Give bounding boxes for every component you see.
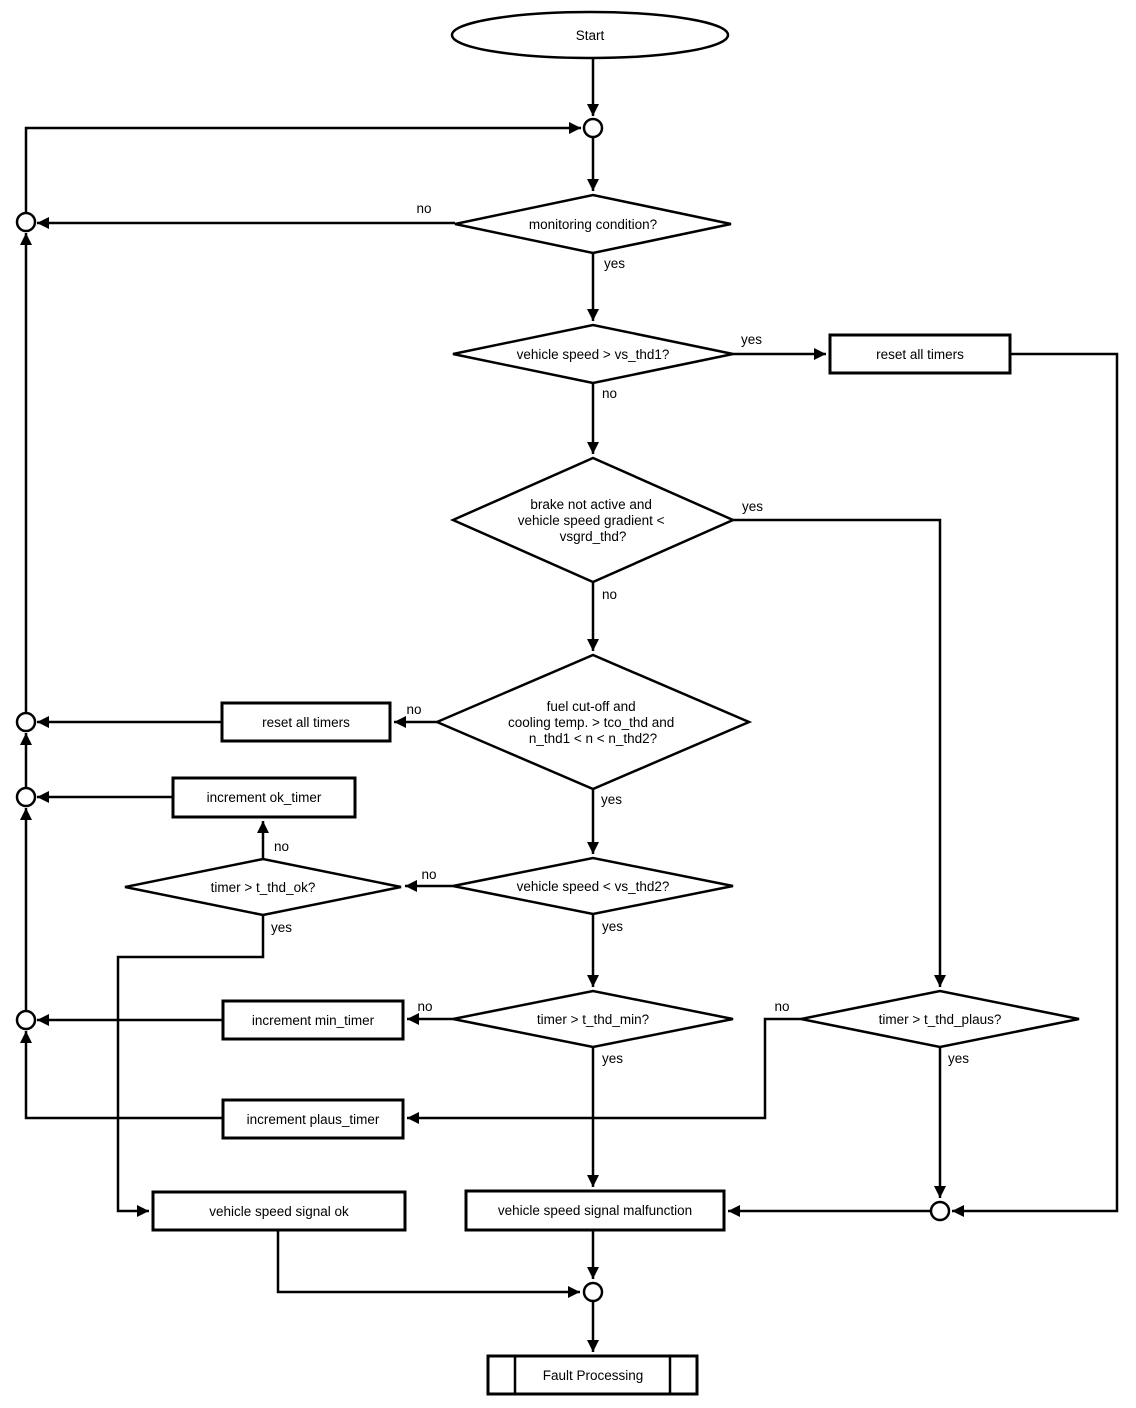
monitoring-condition-decision: monitoring condition? <box>454 193 732 255</box>
edge-plaus-timer-to-left-junction4 <box>20 1031 223 1120</box>
fuel-no-label: no <box>406 702 421 717</box>
vehicle-speed-vs-thd1-decision: vehicle speed > vs_thd1? <box>452 323 734 385</box>
edges <box>20 58 1119 1352</box>
left-junction1-circle <box>15 211 37 233</box>
brake-not-active-decision: brake not active and vehicle speed gradi… <box>449 456 737 584</box>
increment-plaus-timer-label: increment plaus_timer <box>247 1112 380 1127</box>
timer-t-thd-ok-label: timer > t_thd_ok? <box>211 880 316 895</box>
edge-labels: no yes yes no yes no no yes no yes no ye… <box>271 201 969 1066</box>
fault-processing-label: Fault Processing <box>543 1368 644 1383</box>
reset-all-timers-left-process: reset all timers <box>220 701 392 743</box>
fuel-cutoff-label: fuel cut-off and cooling temp. > tco_thd… <box>508 699 678 746</box>
increment-ok-timer-process: increment ok_timer <box>171 776 357 819</box>
top-junction-circle <box>582 117 604 139</box>
edge-brake-yes-to-tplaus <box>733 518 946 987</box>
edge-signal-ok-to-merge-junction <box>276 1230 580 1298</box>
timer-t-thd-plaus-decision: timer > t_thd_plaus? <box>800 989 1080 1049</box>
start-label: Start <box>576 28 605 43</box>
left-junction3-circle <box>15 786 37 808</box>
increment-ok-timer-label: increment ok_timer <box>207 790 322 805</box>
fuel-cutoff-diamond <box>433 653 753 791</box>
increment-ok-timer-rect <box>171 776 357 819</box>
start-terminator-shape <box>450 10 730 60</box>
increment-min-timer-process: increment min_timer <box>221 999 405 1041</box>
right-junction-circle <box>929 1200 951 1222</box>
edge-tplaus-no-to-plaus-timer <box>407 1017 801 1124</box>
brake-not-active-diamond <box>449 456 737 584</box>
timer-t-thd-min-decision: timer > t_thd_min? <box>452 989 734 1049</box>
reset-all-timers-left-label: reset all timers <box>262 715 350 730</box>
vehicle-speed-vs-thd1-diamond <box>452 323 734 385</box>
vs1-yes-label: yes <box>741 332 762 347</box>
monitoring-condition-label: monitoring condition? <box>529 217 657 232</box>
tplaus-yes-label: yes <box>948 1051 969 1066</box>
tplaus-no-label: no <box>774 999 789 1014</box>
left-junction4-circle <box>15 1009 37 1031</box>
brake-not-active-label: brake not active and vehicle speed gradi… <box>518 497 669 544</box>
reset-all-timers-right-label: reset all timers <box>876 347 964 362</box>
edge-left-junction1-to-top-junction <box>24 122 581 213</box>
timer-t-thd-ok-diamond <box>124 857 402 917</box>
reset-all-timers-right-process: reset all timers <box>828 333 1012 375</box>
fault-processing-predefined-process: Fault Processing <box>486 1354 699 1396</box>
vs2-no-label: no <box>421 867 436 882</box>
tok-yes-label: yes <box>271 920 292 935</box>
edge-reset-right-to-right-junction <box>952 352 1119 1217</box>
timer-t-thd-min-diamond <box>452 989 734 1049</box>
timer-t-thd-plaus-label: timer > t_thd_plaus? <box>879 1012 1002 1027</box>
start-node: Start <box>450 10 730 60</box>
monitor-yes-label: yes <box>604 256 625 271</box>
brake-yes-label: yes <box>742 499 763 514</box>
fuel-cutoff-decision: fuel cut-off and cooling temp. > tco_thd… <box>433 653 753 791</box>
vehicle-speed-signal-ok-rect <box>151 1190 407 1232</box>
timer-t-thd-ok-decision: timer > t_thd_ok? <box>124 857 402 917</box>
vehicle-speed-signal-malfunction-rect <box>464 1189 726 1232</box>
timer-t-thd-plaus-diamond <box>800 989 1080 1049</box>
reset-all-timers-left-rect <box>220 701 392 743</box>
monitoring-condition-diamond <box>454 193 732 255</box>
fuel-yes-label: yes <box>601 792 622 807</box>
increment-plaus-timer-rect <box>221 1098 405 1140</box>
brake-no-label: no <box>602 587 617 602</box>
vehicle-speed-signal-ok-label: vehicle speed signal ok <box>209 1204 349 1219</box>
vehicle-speed-signal-malfunction-process: vehicle speed signal malfunction <box>464 1189 726 1232</box>
increment-plaus-timer-process: increment plaus_timer <box>221 1098 405 1140</box>
vehicle-speed-signal-ok-process: vehicle speed signal ok <box>151 1190 407 1232</box>
vs1-no-label: no <box>602 386 617 401</box>
increment-min-timer-rect <box>221 999 405 1041</box>
left-junction2-circle <box>15 711 37 733</box>
edge-tok-yes-to-signal-ok <box>116 915 265 1217</box>
vs2-yes-label: yes <box>602 919 623 934</box>
junction-circles <box>15 117 951 1303</box>
vehicle-speed-vs-thd1-label: vehicle speed > vs_thd1? <box>517 347 670 362</box>
tok-no-label: no <box>274 839 289 854</box>
fault-processing-rect <box>486 1354 699 1396</box>
tmin-yes-label: yes <box>602 1051 623 1066</box>
increment-min-timer-label: increment min_timer <box>252 1013 375 1028</box>
merge-junction-circle <box>582 1281 604 1303</box>
reset-all-timers-right-rect <box>828 333 1012 375</box>
timer-t-thd-min-label: timer > t_thd_min? <box>537 1012 649 1027</box>
vehicle-speed-vs-thd2-diamond <box>452 856 734 916</box>
tmin-no-label: no <box>417 999 432 1014</box>
vehicle-speed-vs-thd2-decision: vehicle speed < vs_thd2? <box>452 856 734 916</box>
vehicle-speed-vs-thd2-label: vehicle speed < vs_thd2? <box>517 879 670 894</box>
vehicle-speed-signal-malfunction-label: vehicle speed signal malfunction <box>498 1203 692 1218</box>
monitor-no-label: no <box>416 201 431 216</box>
